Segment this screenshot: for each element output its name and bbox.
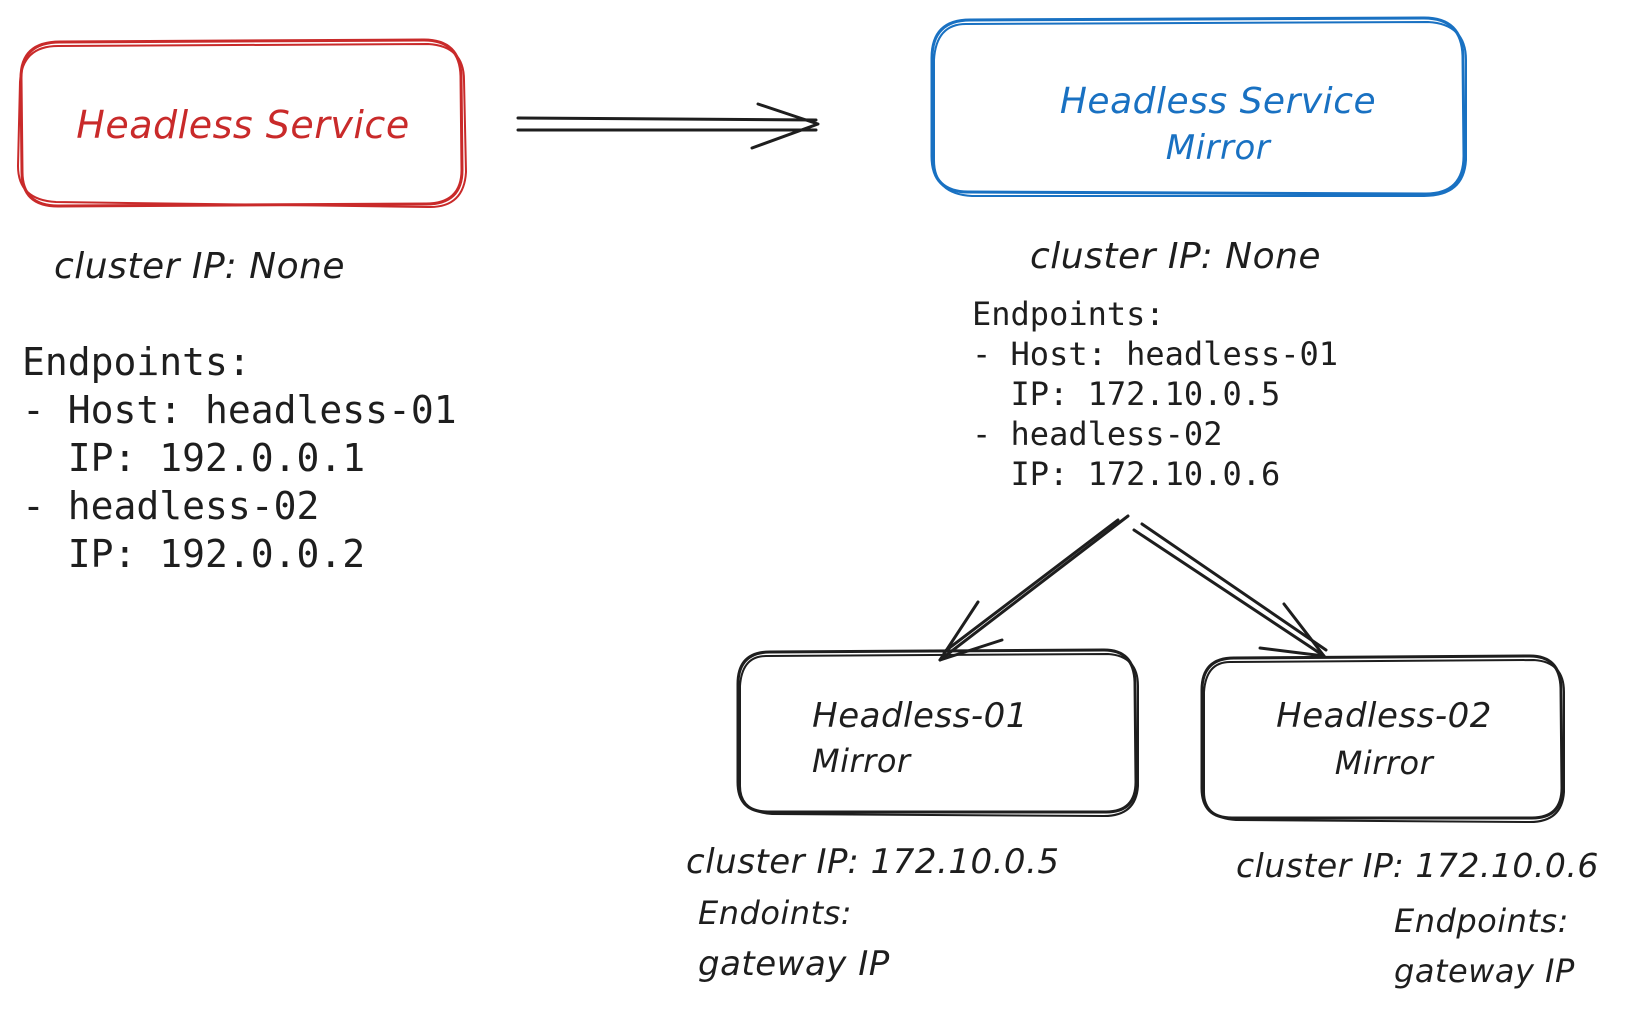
- mirror-endpoints-header: Endpoints:: [972, 295, 1165, 333]
- endpoint-mirror-2-title: Headless-02: [1276, 696, 1492, 736]
- endpoint-mirror-1-cluster-ip: cluster IP: 172.10.0.5: [686, 842, 1060, 882]
- endpoint-mirror-box-1[interactable]: [736, 648, 1139, 817]
- source-endpoint-line-3: - headless-02: [22, 484, 320, 528]
- endpoint-mirror-2-cluster-ip: cluster IP: 172.10.0.6: [1236, 846, 1599, 885]
- replication-arrow: [516, 102, 820, 150]
- mirror-endpoint-line-1: - Host: headless-01: [972, 335, 1339, 373]
- endpoint-mirror-1-title: Headless-01: [812, 696, 1028, 736]
- mirror-endpoint-line-3: - headless-02: [972, 415, 1223, 453]
- source-endpoint-line-1: - Host: headless-01: [22, 388, 457, 432]
- source-service-title: Headless Service: [76, 103, 410, 147]
- source-cluster-ip: cluster IP: None: [54, 246, 346, 287]
- mirror-service-box[interactable]: [930, 16, 1467, 197]
- fanout-arrow-left: [938, 514, 1130, 662]
- mirror-service-subtitle: Mirror: [1165, 128, 1271, 168]
- mirror-cluster-ip: cluster IP: None: [1030, 236, 1322, 277]
- mirror-service-title: Headless Service: [1059, 81, 1377, 122]
- source-endpoints-header: Endpoints:: [22, 340, 251, 384]
- endpoint-mirror-1-subtitle: Mirror: [812, 742, 911, 780]
- source-endpoint-line-2: IP: 192.0.0.1: [22, 436, 366, 480]
- endpoint-mirror-1-endpoint-value: gateway IP: [698, 944, 890, 984]
- mirror-endpoint-line-2: IP: 172.10.0.5: [972, 375, 1281, 413]
- endpoint-mirror-2-endpoints-header: Endpoints:: [1394, 902, 1569, 940]
- mirror-endpoint-line-4: IP: 172.10.0.6: [972, 455, 1281, 493]
- source-endpoint-line-4: IP: 192.0.0.2: [22, 532, 366, 576]
- source-service-box[interactable]: [17, 38, 467, 209]
- endpoint-mirror-2-endpoint-value: gateway IP: [1394, 952, 1575, 990]
- fanout-arrow-right: [1132, 522, 1328, 658]
- endpoint-mirror-1-endpoints-header: Endoints:: [698, 894, 853, 932]
- endpoint-mirror-2-subtitle: Mirror: [1334, 744, 1434, 782]
- endpoint-mirror-box-2[interactable]: [1200, 654, 1565, 823]
